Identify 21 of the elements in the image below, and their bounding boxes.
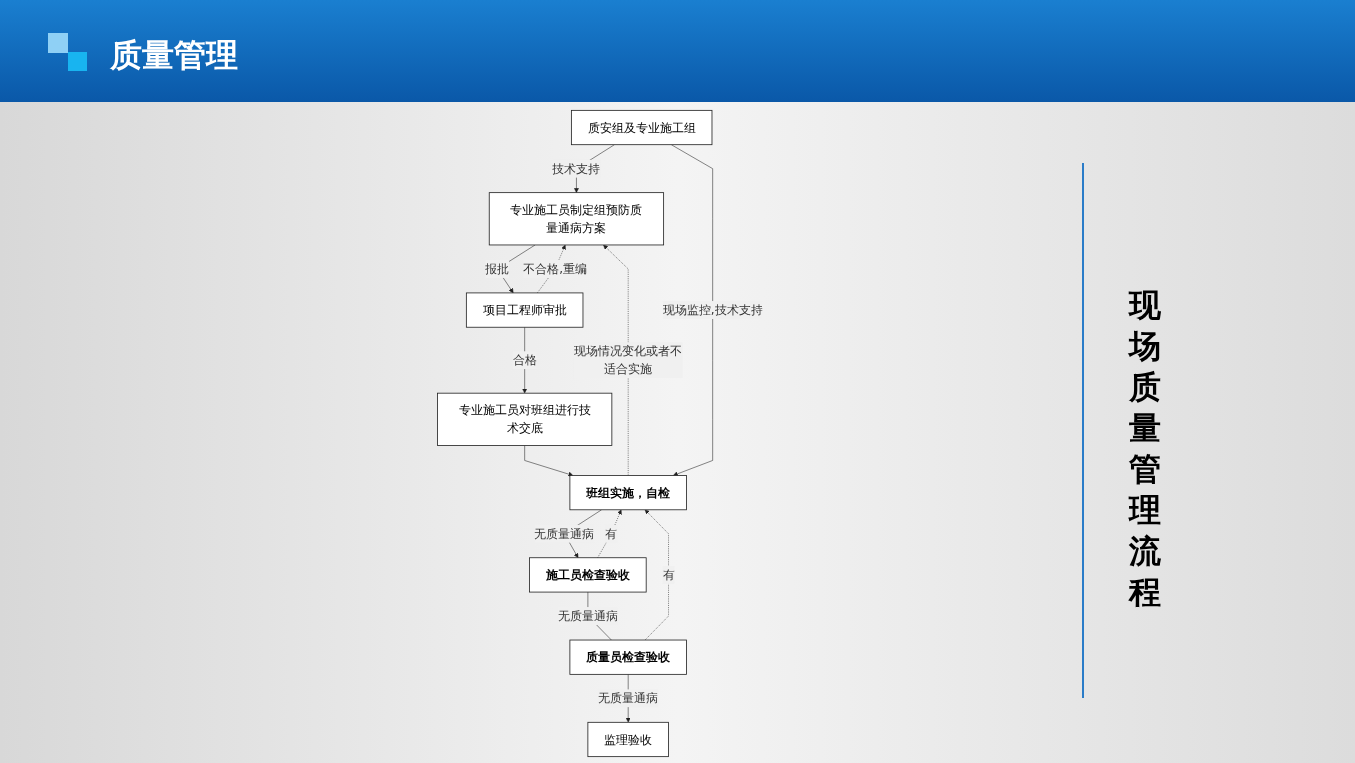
edge-label: 合格 [512,353,537,368]
node-box: 质安组及专业施工组 [571,109,713,146]
node-box: 专业施工员制定组预防质量通病方案 [488,192,665,246]
edge-label: 报批 [485,262,510,276]
edge-label: 有 [662,568,675,582]
edge-label: 现场情况变化或者不适合实施 [574,344,683,377]
vertical-heading: 现场质量管理流程 [1128,285,1162,613]
edge-label: 无质量通病 [557,609,618,623]
slide-title: 质量管理 [110,35,238,76]
node-box: 专业施工员对班组进行技术交底 [437,392,613,446]
edge-label: 技术支持 [552,161,601,176]
node-box: 施工员检查验收 [529,557,647,593]
node-box: 监理验收 [587,721,669,758]
edge-label: 无质量通病 [598,691,659,706]
node-box: 班组实施，自检 [569,475,687,511]
node-box: 项目工程师审批 [465,292,584,328]
edge-label: 现场监控,技术支持 [662,303,763,317]
edge-label: 有 [605,526,618,541]
node-box: 质量员检查验收 [569,639,687,675]
edge-label: 不合格,重编 [523,262,587,276]
edge-label: 无质量通病 [534,526,595,541]
